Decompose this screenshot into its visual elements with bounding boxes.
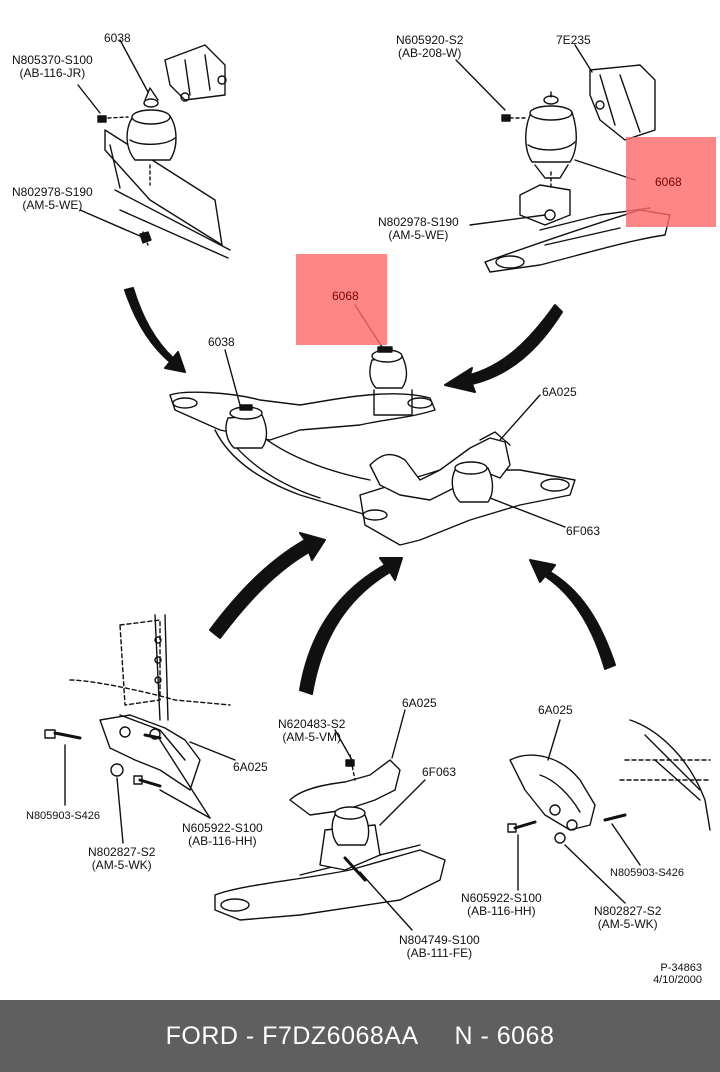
top-left-detail	[77, 39, 231, 259]
label-br-n805903: N805903-S426	[610, 867, 685, 879]
label-bc-6a025: 6A025	[402, 696, 437, 710]
footer-bar: FORD - F7DZ6068AA N - 6068	[0, 1000, 720, 1072]
center-assembly	[169, 304, 576, 546]
label-center-6068: 6068	[332, 289, 359, 303]
exploded-diagram	[44, 39, 711, 931]
label-bl-n805903: N805903-S426	[26, 810, 101, 822]
label-center-6038: 6038	[208, 335, 235, 349]
label-tr-6068: 6068	[655, 175, 682, 189]
label-br-n802827: N802827-S2 (AM-5-WK)	[594, 904, 662, 931]
bottom-left-detail	[44, 614, 236, 844]
label-br-6a025: 6A025	[538, 703, 573, 717]
label-tr-n802978: N802978-S190 (AM-5-WE)	[378, 215, 459, 242]
bottom-center-detail	[214, 709, 446, 931]
label-tl-n805370: N805370-S100 (AB-116-JR)	[12, 53, 93, 80]
label-bc-n804749: N804749-S100 (AB-111-FE)	[399, 933, 480, 960]
label-bl-n605922: N605922-S100 (AB-116-HH)	[182, 821, 263, 848]
document-reference: P-34863 4/10/2000	[653, 962, 702, 986]
footer-part-text: FORD - F7DZ6068AA N - 6068	[165, 1021, 555, 1050]
label-tr-7e235: 7E235	[556, 33, 591, 47]
highlight-box-top-right	[626, 137, 716, 227]
assembly-arrows	[124, 287, 616, 695]
label-tr-n605920: N605920-S2 (AB-208-W)	[396, 33, 464, 60]
label-center-6a025: 6A025	[542, 385, 577, 399]
bottom-right-detail	[507, 719, 711, 904]
label-tl-n802978: N802978-S190 (AM-5-WE)	[12, 185, 93, 212]
label-bl-6a025: 6A025	[233, 760, 268, 774]
top-right-detail	[455, 44, 671, 273]
label-center-6f063: 6F063	[566, 524, 601, 538]
document-date: 4/10/2000	[653, 974, 702, 986]
highlight-box-center	[296, 254, 387, 345]
label-tl-6038: 6038	[104, 31, 131, 45]
label-br-n605922: N605922-S100 (AB-116-HH)	[461, 891, 542, 918]
label-bc-n620483: N620483-S2 (AM-5-VM)	[278, 717, 346, 744]
label-bc-6f063: 6F063	[422, 765, 457, 779]
document-code: P-34863	[660, 962, 702, 974]
label-bl-n802827: N802827-S2 (AM-5-WK)	[88, 845, 156, 872]
